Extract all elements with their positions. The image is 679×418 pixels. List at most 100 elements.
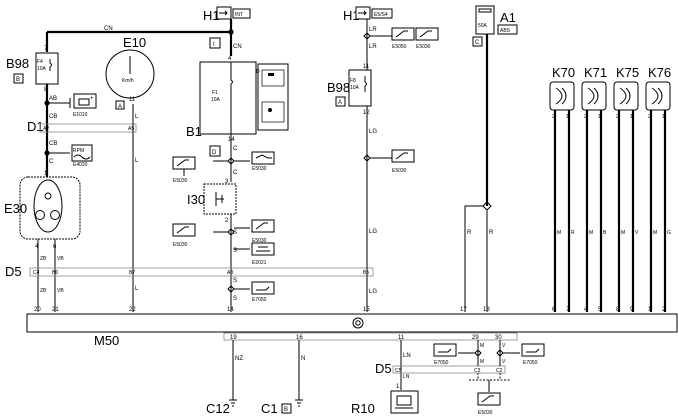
maxi-fuse-icon: [478, 8, 492, 13]
pin-k70-2: 2: [552, 114, 555, 120]
pin-mb-30: 30: [495, 335, 502, 341]
h1-top-tag: [232, 8, 251, 19]
wire-label-ab: AB: [49, 96, 57, 102]
b98-left-label: B98: [6, 56, 29, 71]
pin-d5-c4: C4: [33, 270, 40, 276]
ref-e5030-a: E5030: [252, 166, 267, 172]
pin-mb-29: 29: [472, 335, 479, 341]
wire-label-m1: M: [480, 343, 484, 349]
wire-label-k71b: B: [603, 230, 607, 236]
pin-e30-4: 4: [35, 244, 39, 250]
wire-label-r2: R: [489, 230, 494, 236]
wire-label-s4: S: [233, 296, 237, 302]
h1-mid-key-icon: [355, 6, 371, 20]
pin-k76-2: 2: [648, 114, 651, 120]
wire-label-r1: R: [467, 230, 472, 236]
pin-m-17: 17: [460, 307, 467, 313]
a1-fuse: 50A: [478, 23, 488, 29]
b1-top-box: [209, 37, 221, 49]
pin-d1-a5: A5: [128, 126, 134, 132]
splice-diamond: [496, 349, 504, 357]
ref-e1010: E1010: [73, 112, 88, 118]
pin-mb-16: 16: [296, 335, 303, 341]
pin-b1-14: 14: [228, 137, 235, 143]
splice-diamond: [474, 349, 482, 357]
wire-label-lg1: LG: [369, 129, 377, 135]
pin-mb-19: 19: [230, 335, 237, 341]
b98m-sub-box: [335, 96, 346, 107]
wire-r-17: [464, 205, 483, 312]
k71-label: K71: [584, 65, 607, 80]
pin-e10-11: 11: [129, 97, 136, 103]
speedometer-icon: [105, 49, 155, 99]
b1-bot: D: [212, 150, 217, 156]
k70-sensor: [549, 81, 575, 111]
wire-label-cn-top: CN: [104, 26, 113, 32]
e10-a: A: [118, 104, 122, 110]
k71-sensor: [581, 81, 607, 111]
h1-mid-label: H1: [343, 8, 360, 23]
pin-m-2: 2: [662, 307, 666, 313]
b1-amp: 10A: [211, 97, 221, 103]
d1-connector: [39, 123, 137, 133]
a1-fusebox: [475, 5, 495, 35]
b1-label: B1: [186, 124, 202, 139]
pin-mb-11: 11: [398, 335, 405, 341]
k75-label: K75: [616, 65, 639, 80]
pin-d5-b7: B7: [129, 270, 135, 276]
e30-module: [19, 176, 81, 240]
pin-m-18: 18: [483, 307, 490, 313]
svg-text:D: D: [256, 69, 260, 75]
wire-label-k70b: R: [571, 230, 575, 236]
ref-e5030-e: E5030: [416, 44, 431, 50]
wire-label-v1: V: [502, 343, 506, 349]
pin-h1t-4: 4: [228, 56, 232, 62]
ground-ref-icon: [172, 223, 196, 237]
c1-label: C1: [261, 401, 278, 416]
pin-d5b-c3: C3: [474, 368, 481, 374]
b1-top: I: [213, 42, 215, 48]
b98-mid-label: B98: [327, 80, 350, 95]
b98m-sub: A: [338, 100, 342, 106]
ground-icon: [229, 399, 237, 407]
wire-label-l2: L: [135, 158, 139, 164]
wire-label-k76b: G: [667, 230, 671, 236]
wire-label-k70a: M: [557, 230, 561, 236]
r10-label: R10: [351, 401, 375, 416]
wire-label-lg2: LG: [369, 229, 377, 235]
e10-a-box: [115, 100, 125, 110]
i30-label: I30: [187, 192, 205, 207]
c1-b: B: [284, 407, 288, 413]
d5-left-label: D5: [5, 264, 22, 279]
b1-fuse: F1: [212, 90, 218, 96]
a1-tag-text: ABS: [500, 28, 511, 34]
door-switch-icon: [521, 343, 545, 357]
door-switch-icon: [433, 343, 457, 357]
ref-e5030-c: E5030: [173, 242, 188, 248]
splice-diamond: [227, 228, 235, 236]
rpm-sensor-icon: RPM: [71, 144, 93, 162]
ground-icon: [295, 399, 303, 407]
fuse-symbol: [364, 76, 367, 92]
pin-d5b-c2: C2: [496, 368, 503, 374]
pin-m-7: 7: [566, 307, 570, 313]
pin-k71-2: 2: [584, 114, 587, 120]
wire-label-s3: S: [233, 278, 237, 284]
door-switch-icon: [251, 281, 275, 295]
wire-label-vb2: VB: [57, 288, 64, 294]
wire-label-ln1: LN: [403, 353, 411, 359]
pin-b98l-7: 7: [44, 46, 48, 52]
pin-h1m-11: 11: [363, 64, 370, 70]
pin-m-5: 5: [598, 307, 602, 313]
k70-label: K70: [552, 65, 575, 80]
pin-d5-b5: B5: [363, 270, 369, 276]
wire-label-vb1: VB: [57, 256, 64, 262]
gauge-pair-icon: [33, 179, 63, 233]
pin-d1-a2: A2: [43, 126, 49, 132]
d1-label: D1: [27, 119, 44, 134]
pin-k70-1: 1: [566, 114, 569, 120]
wire-label-zb1: ZB: [40, 256, 47, 262]
a1-tag: [497, 24, 518, 35]
pin-r10-1: 1: [396, 384, 400, 390]
